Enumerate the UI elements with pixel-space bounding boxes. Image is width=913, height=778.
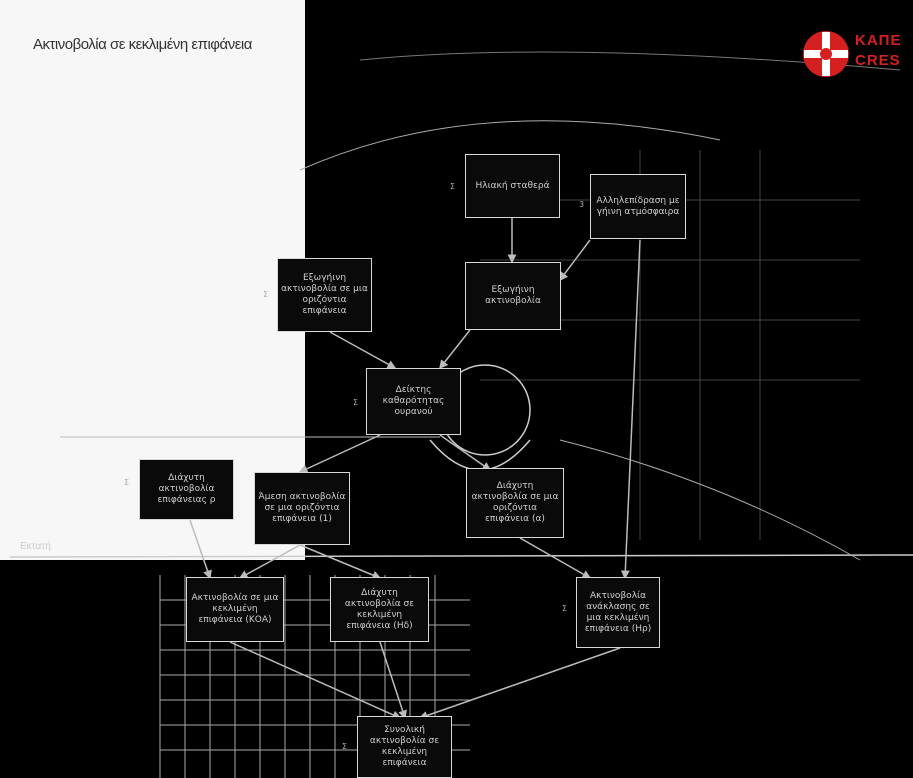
box-solar-constant: Ηλιακή σταθερά [465, 154, 560, 218]
box-beam-tilted: Ακτινοβολία σε μια κεκλιμένη επιφάνεια (… [186, 577, 284, 642]
cres-logo-icon [803, 31, 849, 77]
surface-label: Εκτατή [20, 541, 51, 552]
label-l4: Σ [353, 398, 359, 407]
horizon-line [9, 554, 913, 558]
sky-arc-3 [559, 439, 861, 561]
box-diffuse-tilted: Διάχυτη ακτινοβολία σε κεκλιμένη επιφάνε… [330, 577, 429, 642]
label-l7: Σ [342, 742, 348, 751]
arrows [189, 218, 641, 720]
label-l1: Σ [450, 182, 456, 191]
box-direct-horizontal: Άμεση ακτινοβολία σε μια οριζόντια επιφά… [254, 472, 350, 545]
label-l3: Σ [263, 290, 269, 299]
box-atmosphere-interaction: Αλληλεπίδραση με γήινη ατμόσφαιρα [590, 174, 686, 239]
box-diffuse-horizontal: Διάχυτη ακτινοβολία σε μια οριζόντια επι… [466, 468, 564, 538]
box-extraterrestrial-horizontal: Εξωγήινη ακτινοβολία σε μια οριζόντια επ… [277, 258, 372, 332]
box-extraterrestrial-radiation: Εξωγήινη ακτινοβολία [465, 262, 561, 330]
cres-logo: ΚΑΠΕ CRES [800, 26, 910, 78]
label-l6: Σ [562, 604, 568, 613]
box-total-tilted: Συνολική ακτινοβολία σε κεκλιμένη επιφάν… [357, 716, 452, 778]
page-title: Ακτινοβολία σε κεκλιμένη επιφάνεια [33, 36, 252, 53]
box-clearness-index: Δείκτης καθαρότητας ουρανού [366, 368, 461, 435]
label-l5: Σ [124, 478, 130, 487]
logo-text-latin: CRES [855, 52, 901, 69]
box-ground-reflectance: Διάχυτη ακτινοβολία επιφάνειας ρ [139, 459, 234, 520]
box-reflected-tilted: Ακτινοβολία ανάκλασης σε μια κεκλιμένη ε… [576, 577, 660, 648]
label-l2: 3 [579, 200, 585, 209]
logo-text-greek: ΚΑΠΕ [855, 32, 902, 49]
sky-arc [299, 120, 721, 171]
